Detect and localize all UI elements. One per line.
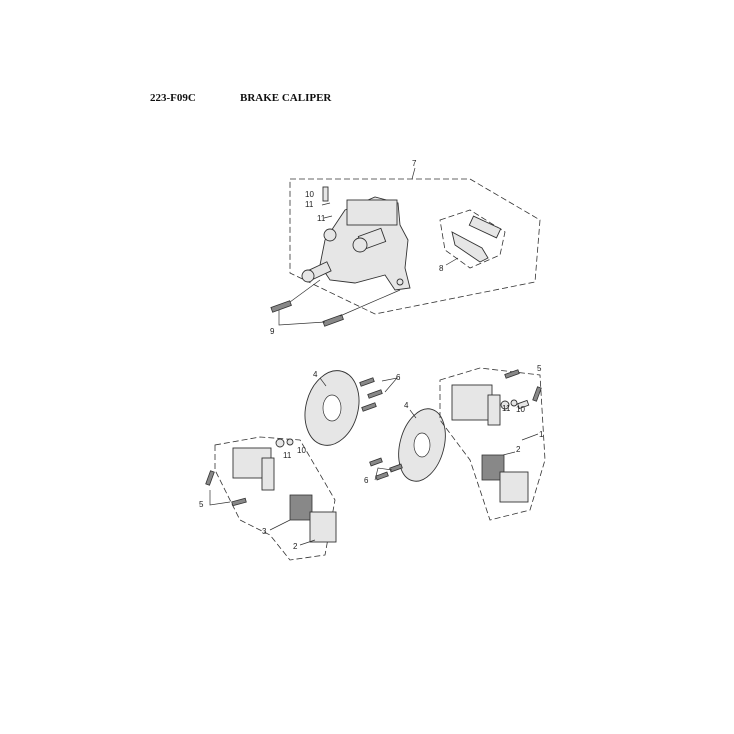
callout-11a: 11 [305, 200, 314, 209]
callout-9: 9 [270, 327, 275, 336]
callout-11b: 11 [317, 214, 326, 223]
callout-6-left: 6 [396, 373, 401, 382]
brake-pad [289, 494, 313, 521]
callout-10-right: 10 [516, 405, 525, 414]
pad-spring [451, 231, 489, 263]
pads-8-boundary [439, 209, 506, 269]
callout-8: 8 [439, 264, 444, 273]
assembly-7-boundary [289, 178, 541, 315]
callout-6-right: 6 [364, 476, 369, 485]
callout-5-left: 5 [199, 500, 204, 509]
diagram-title: BRAKE CALIPER [240, 92, 332, 104]
brake-pad-backing [499, 471, 529, 503]
callout-2-right: 2 [516, 445, 521, 454]
callout-11-right: 11 [502, 404, 511, 413]
right-caliper-assembly: 5 11 10 1 2 [439, 364, 546, 521]
caliper-body [451, 384, 493, 421]
left-brake-disc: 4 6 [304, 370, 401, 446]
callout-11-left: 11 [283, 451, 292, 460]
assembly-3-boundary [214, 436, 336, 561]
callout-1: 1 [539, 430, 544, 439]
right-brake-disc: 4 6 [364, 401, 446, 485]
callout-4-left: 4 [313, 370, 318, 379]
bleeder-bolt [322, 186, 329, 202]
callout-3: 3 [262, 527, 267, 536]
mounting-bolt [322, 314, 344, 327]
callout-10: 10 [305, 190, 314, 199]
callout-10-left: 10 [297, 446, 306, 455]
callout-2-left: 2 [293, 542, 298, 551]
callout-5-right: 5 [537, 364, 542, 373]
left-caliper-assembly: 11 10 5 3 2 [199, 436, 337, 561]
assembly-1-boundary [439, 367, 546, 521]
diagram-code: 223-F09C [150, 92, 196, 104]
caliper-body [301, 196, 411, 291]
callout-7: 7 [412, 159, 417, 168]
caliper-bracket [487, 394, 501, 426]
mounting-bolt [270, 300, 292, 313]
callout-4-right: 4 [404, 401, 409, 410]
brake-pad-backing [309, 511, 337, 543]
caliper-bracket [261, 457, 275, 491]
main-caliper-assembly: 7 10 11 11 8 9 [270, 159, 541, 336]
brake-pad [468, 215, 502, 239]
brake-pad [481, 454, 505, 481]
